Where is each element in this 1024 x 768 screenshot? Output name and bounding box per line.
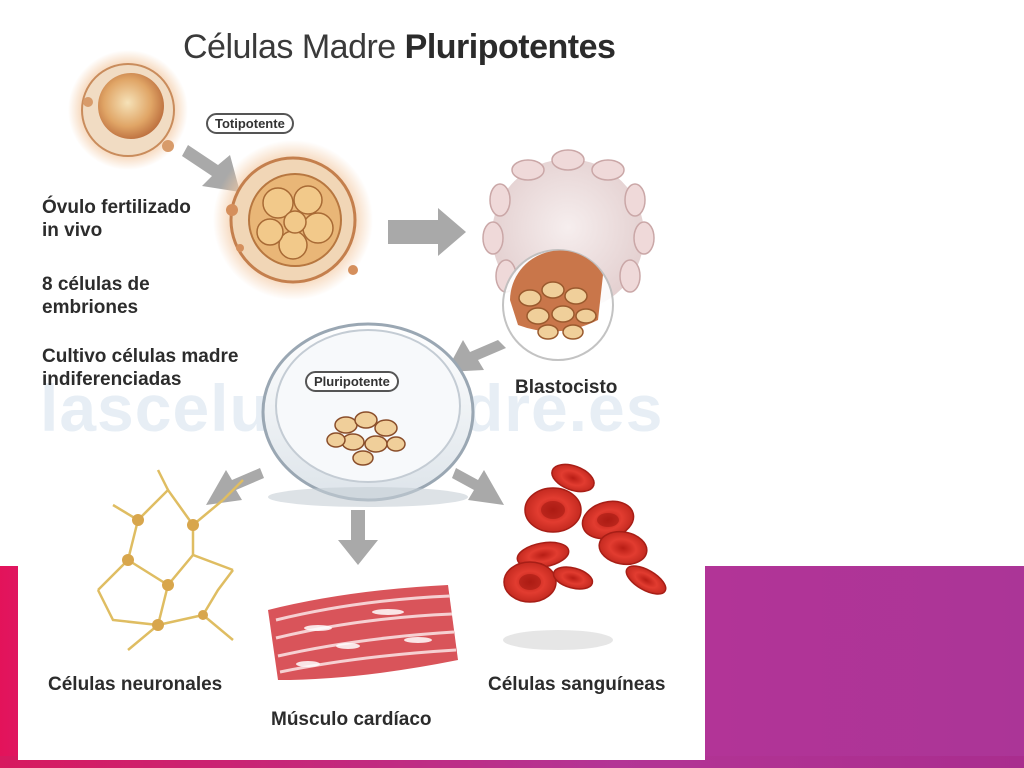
totipotent-ovum bbox=[68, 50, 188, 170]
label-blastocyst: Blastocisto bbox=[515, 377, 618, 398]
totipotent-badge: Totipotente bbox=[206, 113, 294, 134]
cardiac-muscle bbox=[268, 585, 458, 680]
neuron-cells bbox=[96, 469, 244, 651]
label-neurons: Células neuronales bbox=[48, 674, 223, 695]
blastocyst bbox=[482, 149, 655, 361]
blood-cells bbox=[503, 463, 667, 650]
diagram-panel: lascelulasmadre.es bbox=[18, 0, 705, 760]
petri-dish bbox=[261, 322, 475, 507]
label-blood: Células sanguíneas bbox=[488, 674, 666, 695]
label-cardiac: Músculo cardíaco bbox=[271, 709, 432, 730]
page-title: Células Madre Pluripotentes bbox=[183, 28, 616, 66]
diagram-illustration bbox=[68, 50, 667, 680]
pluripotent-badge: Pluripotente bbox=[305, 371, 399, 392]
eight-cell-embryo bbox=[213, 140, 373, 300]
